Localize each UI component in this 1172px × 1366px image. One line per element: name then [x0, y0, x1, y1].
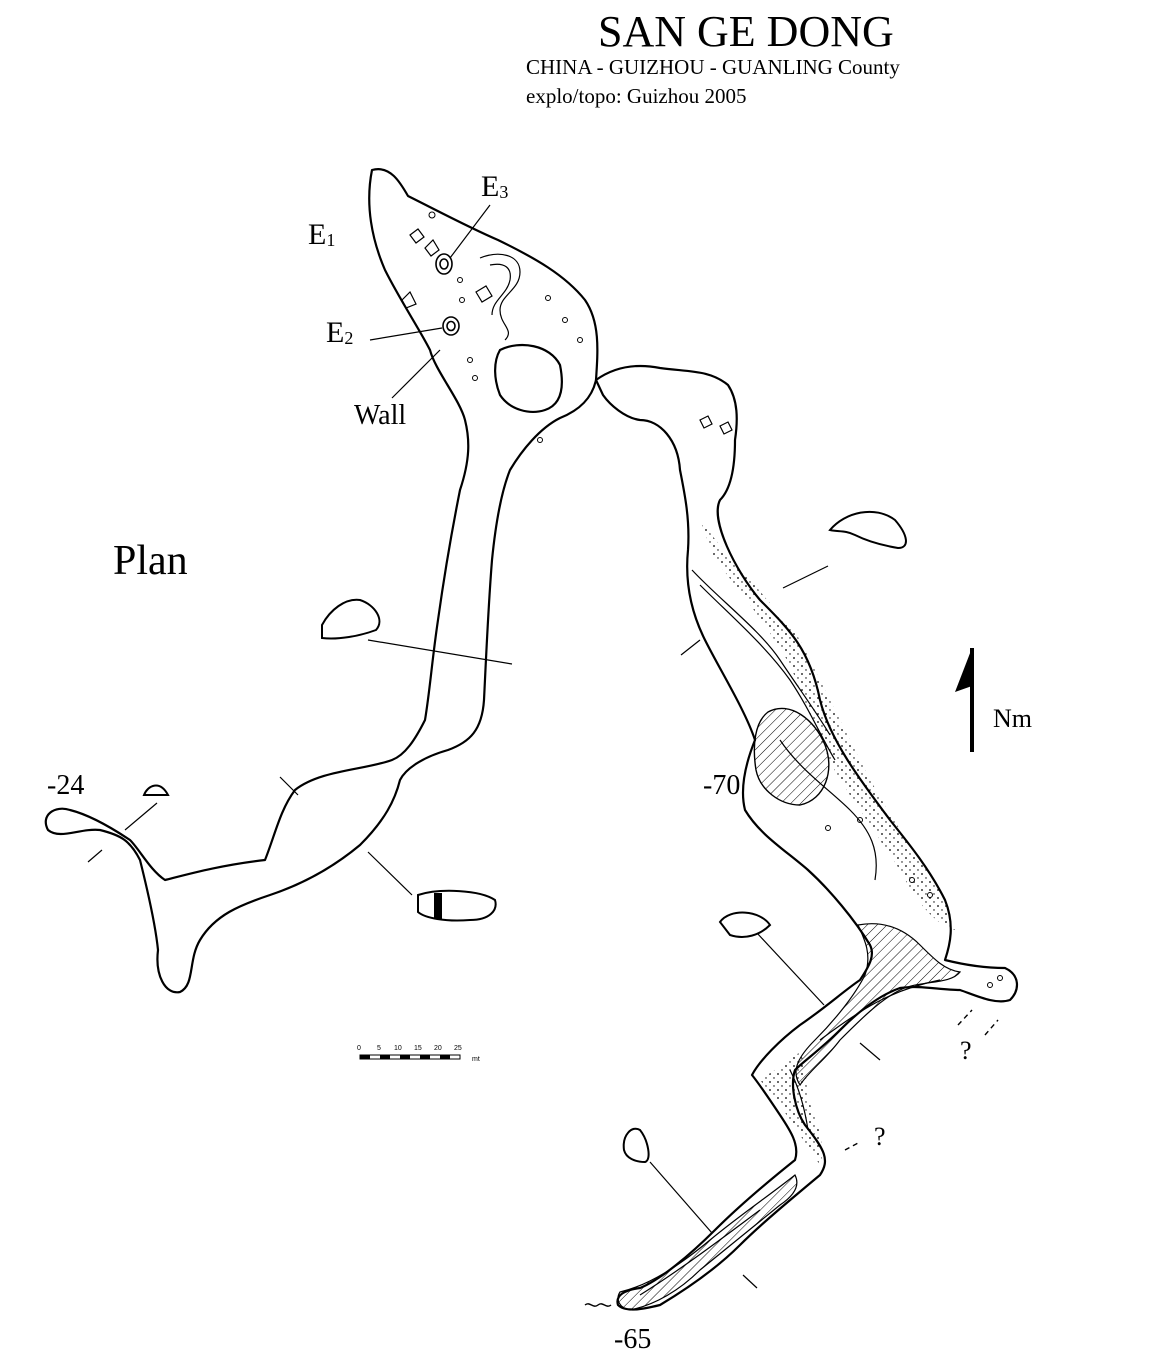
section-lines	[87, 565, 881, 1289]
scale-tick-20: 20	[434, 1045, 442, 1052]
north-label: Nm	[993, 704, 1032, 733]
scale-tick-10: 10	[394, 1045, 402, 1052]
map-credits: explo/topo: Guizhou 2005	[526, 84, 747, 108]
scale-unit: mt	[472, 1056, 480, 1063]
shaft-e3	[435, 253, 453, 275]
water-zone-lower	[617, 1174, 798, 1311]
north-arrow	[955, 648, 974, 752]
entrance-chamber-outline	[44, 168, 599, 994]
entrance-shafts	[435, 253, 460, 336]
section-dark	[417, 889, 497, 922]
unknown-continuation-south: ?	[874, 1122, 886, 1151]
depth-label-west: -24	[47, 770, 85, 801]
scale-tick-0: 0	[357, 1045, 361, 1052]
section-lower	[622, 1127, 650, 1164]
wall-label: Wall	[354, 400, 407, 431]
map-location: CHINA - GUIZHOU - GUANLING County	[526, 55, 900, 79]
scale-tick-5: 5	[377, 1045, 381, 1052]
rock-pillar-outline	[494, 343, 563, 413]
depth-label-south: -65	[614, 1324, 652, 1355]
map-title: SAN GE DONG	[598, 7, 894, 56]
section-west	[321, 598, 381, 640]
boulder-symbols	[401, 228, 733, 435]
entrance-label-e2: E2	[326, 316, 354, 349]
scale-tick-25: 25	[454, 1045, 462, 1052]
entrance-label-e1: E1	[308, 218, 336, 251]
section-east	[828, 510, 907, 550]
shaft-e2	[442, 316, 460, 336]
water-zone-large	[753, 707, 830, 806]
entrance-label-e3: E3	[481, 170, 509, 203]
section-mid	[718, 911, 772, 938]
view-label: Plan	[113, 538, 188, 584]
unknown-continuation-east: ?	[960, 1036, 972, 1065]
depth-label-east: -70	[703, 770, 741, 801]
water-zone-channel	[795, 923, 962, 1087]
sand-deposit-east	[700, 520, 955, 930]
scale-tick-15: 15	[414, 1045, 422, 1052]
section-dark-fill	[434, 893, 442, 919]
section-small	[142, 784, 170, 796]
connecting-passage-outline	[594, 364, 1018, 1311]
sand-deposit-passage	[760, 1052, 823, 1165]
scale-bar	[359, 1054, 461, 1060]
